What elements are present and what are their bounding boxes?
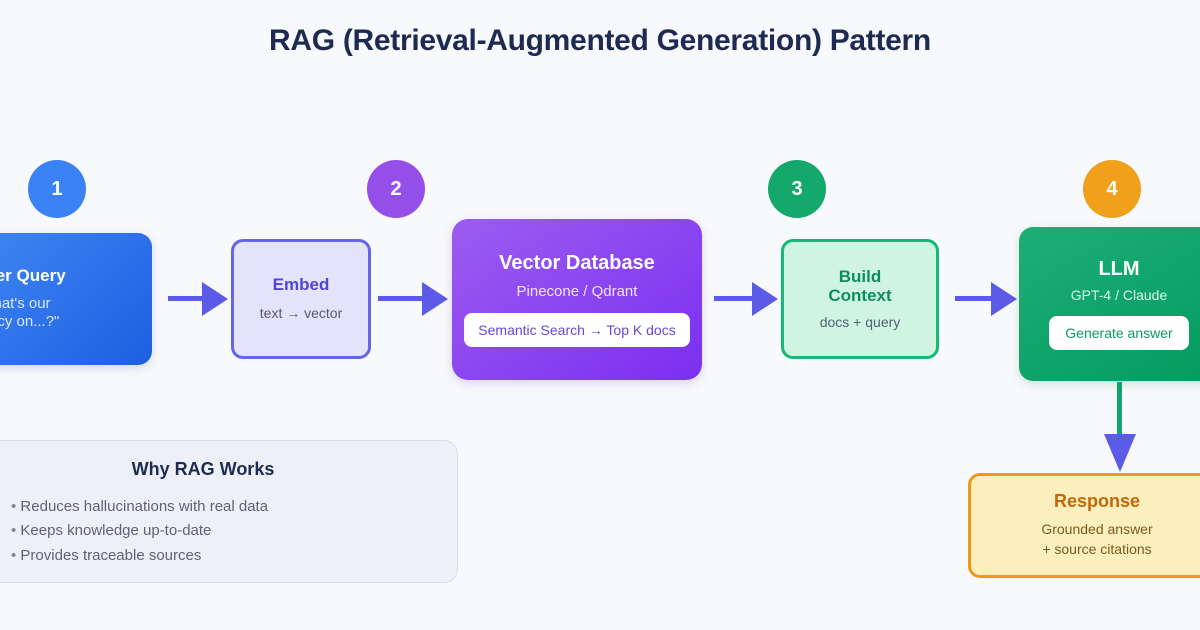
arrow-head-icon: [752, 282, 778, 316]
arrow-llm-to-response: [1104, 382, 1136, 472]
node-build-context[interactable]: Build Context docs + query: [781, 239, 939, 359]
node-user-query-title: User Query: [0, 265, 66, 285]
node-llm-subtitle: GPT-4 / Claude: [1070, 287, 1168, 304]
arrow-head-icon: [422, 282, 448, 316]
arrow-shaft: [714, 296, 754, 301]
page-title: RAG (Retrieval-Augmented Generation) Pat…: [269, 24, 931, 57]
arrow-vectordb-to-context: [714, 282, 778, 316]
node-build-context-title: Build Context: [828, 266, 892, 306]
arrow-head-icon: [202, 282, 228, 316]
node-embed-subtitle: text → vector: [259, 305, 343, 322]
node-vector-database-pill[interactable]: Semantic Search → Top K docs: [464, 313, 690, 348]
arrow-shaft: [168, 296, 204, 301]
arrow-head-icon: [991, 282, 1017, 316]
why-rag-works-panel: Why RAG Works Reduces hallucinations wit…: [0, 440, 458, 583]
list-item: Reduces hallucinations with real data: [11, 495, 457, 519]
step-badge-3: 3: [768, 160, 826, 218]
why-rag-works-list: Reduces hallucinations with real data Ke…: [0, 495, 457, 568]
step-badge-4: 4: [1083, 160, 1141, 218]
arrow-embed-to-vectordb: [378, 282, 448, 316]
node-user-query[interactable]: User Query "What's our policy on...?": [0, 233, 152, 365]
node-llm[interactable]: LLM GPT-4 / Claude Generate answer: [1019, 227, 1200, 381]
node-embed[interactable]: Embed text → vector: [231, 239, 371, 359]
why-rag-works-title: Why RAG Works: [131, 459, 275, 479]
arrow-shaft: [378, 296, 424, 301]
arrow-head-down-icon: [1104, 434, 1136, 472]
node-vector-database-subtitle: Pinecone / Qdrant: [516, 282, 638, 300]
node-user-query-subtitle: "What's our policy on...?": [0, 294, 60, 331]
list-item: Keeps knowledge up-to-date: [11, 519, 457, 543]
step-badge-2: 2: [367, 160, 425, 218]
arrow-shaft: [955, 296, 993, 301]
arrow-query-to-embed: [168, 282, 228, 316]
node-build-context-subtitle: docs + query: [819, 313, 901, 330]
node-response-title: Response: [1053, 491, 1141, 512]
node-llm-pill[interactable]: Generate answer: [1049, 315, 1189, 350]
step-badge-1: 1: [28, 160, 86, 218]
node-vector-database-title: Vector Database: [499, 251, 655, 274]
arrow-shaft-vertical: [1117, 382, 1122, 440]
node-response-subtitle: Grounded answer + source citations: [1041, 521, 1153, 558]
node-embed-title: Embed: [272, 275, 330, 295]
node-llm-title: LLM: [1098, 258, 1140, 281]
list-item: Provides traceable sources: [11, 544, 457, 568]
arrow-context-to-llm: [955, 282, 1017, 316]
node-response[interactable]: Response Grounded answer + source citati…: [968, 473, 1200, 578]
node-vector-database[interactable]: Vector Database Pinecone / Qdrant Semant…: [452, 219, 702, 380]
